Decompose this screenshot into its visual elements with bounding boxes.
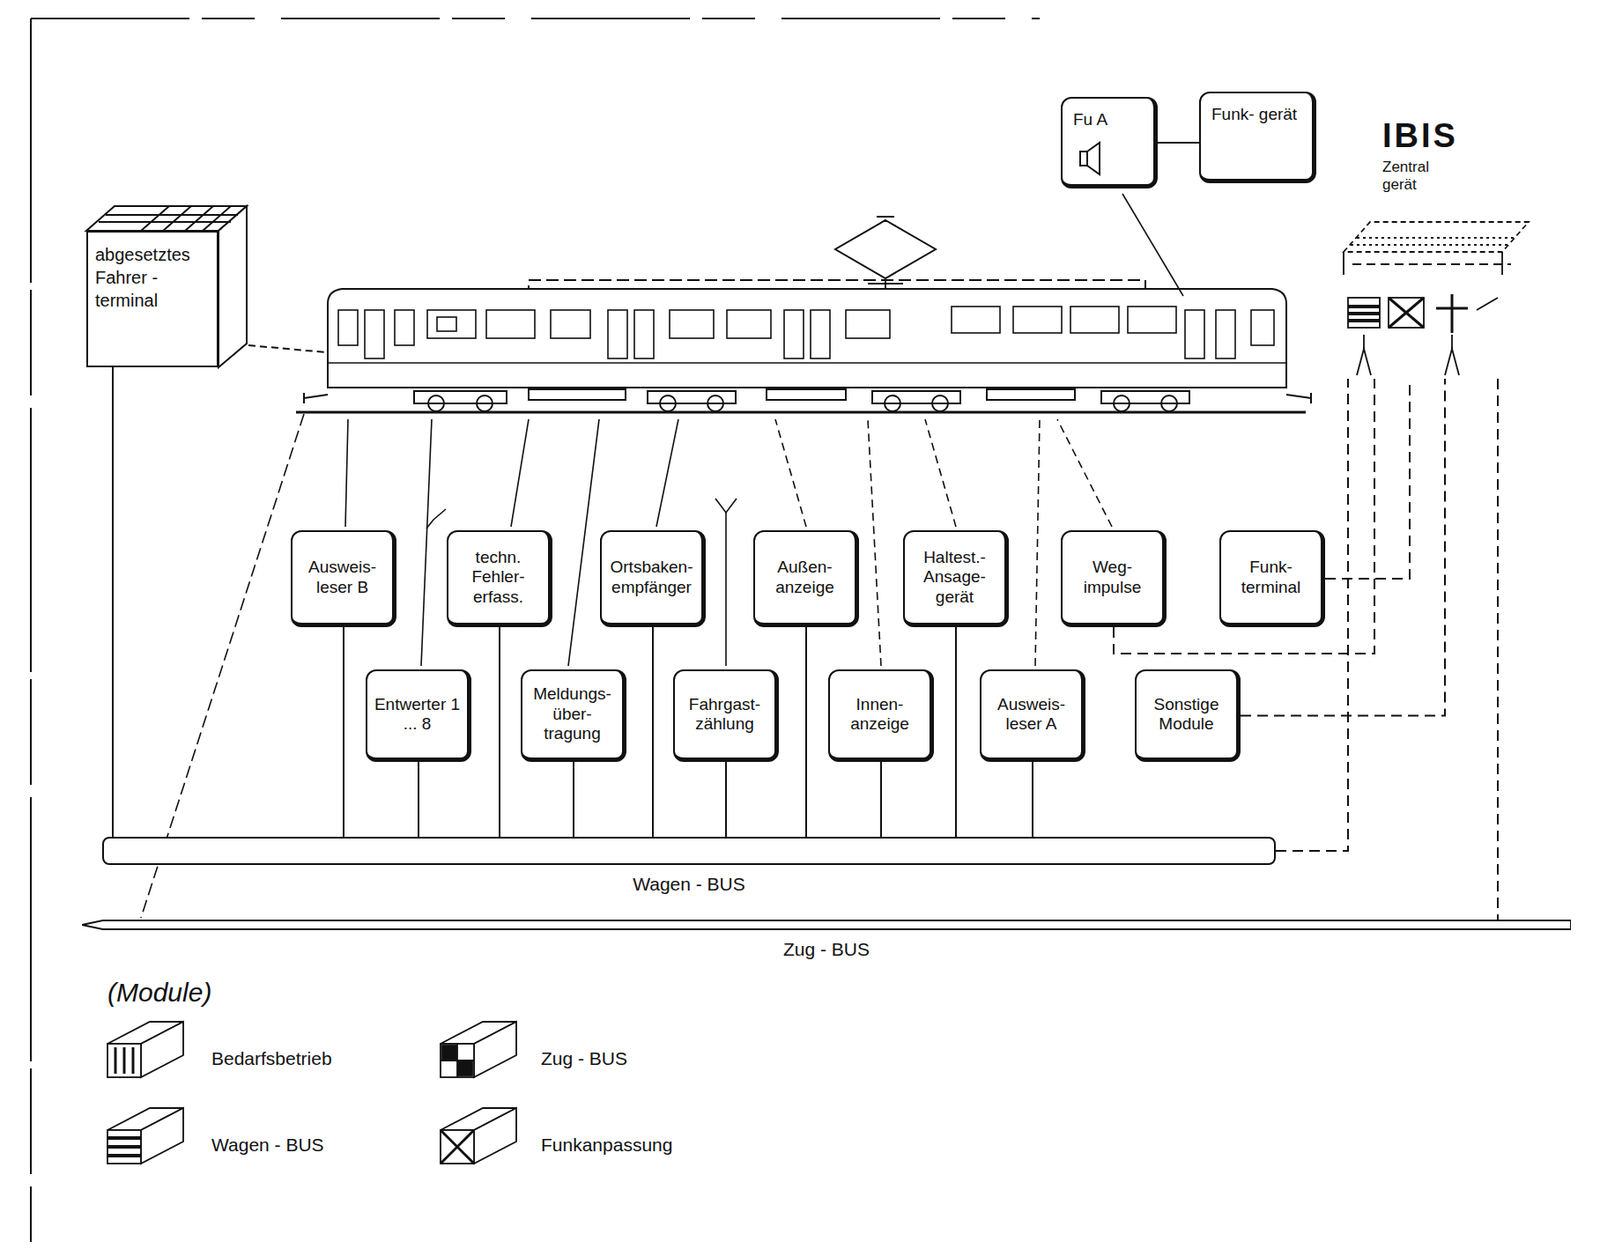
bus-connector bbox=[498, 627, 501, 838]
bus-connector bbox=[342, 627, 345, 838]
module-box: Fahrgast- zählung bbox=[673, 669, 779, 763]
bus-connector bbox=[1325, 378, 1410, 579]
terminal-drawing bbox=[86, 206, 326, 368]
railcar-drawing bbox=[296, 216, 1312, 413]
box-label: Haltest.- Ansage- gerät bbox=[909, 548, 1000, 608]
central-unit-drawing bbox=[1343, 222, 1529, 376]
bus-connector bbox=[417, 762, 420, 838]
box-label: Weg- impulse bbox=[1066, 557, 1158, 598]
legend-text: Funkanpassung bbox=[540, 1134, 673, 1156]
box-label: Ausweis- leser B bbox=[296, 557, 388, 598]
box-label: Meldungs- über- tragung bbox=[526, 684, 618, 744]
box-label: Zug - BUS bbox=[81, 939, 1571, 961]
box-label: Wagen - BUS bbox=[103, 874, 1275, 896]
module-box: Meldungs- über- tragung bbox=[520, 669, 627, 763]
module-box: Ausweis- leser A bbox=[979, 669, 1086, 763]
driver-terminal: abgesetztes Fahrer - terminal bbox=[86, 230, 219, 368]
module-box: techn. Fehler- erfass. bbox=[446, 530, 553, 628]
module-box: Ausweis- leser B bbox=[290, 530, 397, 628]
box-label: Sonstige Module bbox=[1140, 695, 1232, 735]
module-box: Funk- terminal bbox=[1219, 530, 1326, 628]
bus-line-shape bbox=[81, 919, 1571, 931]
bus-connector bbox=[955, 627, 957, 838]
box-label: Funk- terminal bbox=[1225, 557, 1317, 598]
box-label: abgesetztes Fahrer - terminal bbox=[95, 243, 210, 312]
bus-connector bbox=[805, 627, 808, 838]
box-label: Zentral gerät bbox=[1382, 158, 1453, 195]
module-box: Außen- anzeige bbox=[753, 530, 860, 628]
module-box: Entwerter 1 ... 8 bbox=[365, 669, 472, 763]
legend-heading: (Module) bbox=[107, 977, 212, 1008]
leader-lines bbox=[140, 193, 1184, 919]
train-bus: Zug - BUS bbox=[81, 919, 1571, 931]
box-label: Ortsbaken- empfänger bbox=[606, 557, 697, 598]
box-label: Fahrgast- zählung bbox=[679, 695, 771, 735]
box-label: Ausweis- leser A bbox=[985, 695, 1077, 735]
car-bus: Wagen - BUS bbox=[102, 837, 1276, 866]
bus-connector bbox=[880, 762, 882, 838]
bus-connector bbox=[111, 367, 114, 838]
box-label: IBIS bbox=[1382, 118, 1534, 156]
box-label: techn. Fehler- erfass. bbox=[452, 548, 544, 608]
legend-text: Wagen - BUS bbox=[211, 1134, 325, 1156]
module-box: Weg- impulse bbox=[1060, 530, 1167, 628]
frame bbox=[30, 18, 1040, 1243]
box-label: Außen- anzeige bbox=[759, 557, 851, 598]
radio-announce-box: Fu A bbox=[1060, 96, 1158, 189]
module-box: Innen- anzeige bbox=[828, 669, 934, 763]
module-box: Haltest.- Ansage- gerät bbox=[903, 530, 1009, 628]
module-box: Sonstige Module bbox=[1134, 669, 1241, 763]
bus-connector bbox=[651, 627, 654, 838]
module-box: Ortsbaken- empfänger bbox=[600, 530, 706, 628]
bus-connector bbox=[1157, 141, 1200, 144]
radio-set-box: Funk- gerät bbox=[1199, 91, 1317, 184]
box-label: Funk- gerät bbox=[1211, 103, 1302, 126]
box-label: Fu A bbox=[1073, 109, 1143, 131]
bus-connector bbox=[1496, 378, 1499, 920]
box-label: Innen- anzeige bbox=[834, 695, 926, 735]
central-unit: IBISZentral gerät bbox=[1334, 114, 1534, 379]
legend-text: Zug - BUS bbox=[540, 1048, 628, 1070]
speaker-symbol bbox=[1080, 142, 1100, 175]
box-label: Entwerter 1 ... 8 bbox=[371, 695, 463, 735]
bus-connector bbox=[572, 762, 575, 838]
bus-connector bbox=[1031, 762, 1034, 838]
bus-connector bbox=[725, 762, 727, 838]
legend-icons bbox=[107, 1022, 517, 1164]
legend-text: Bedarfsbetrieb bbox=[211, 1048, 333, 1070]
